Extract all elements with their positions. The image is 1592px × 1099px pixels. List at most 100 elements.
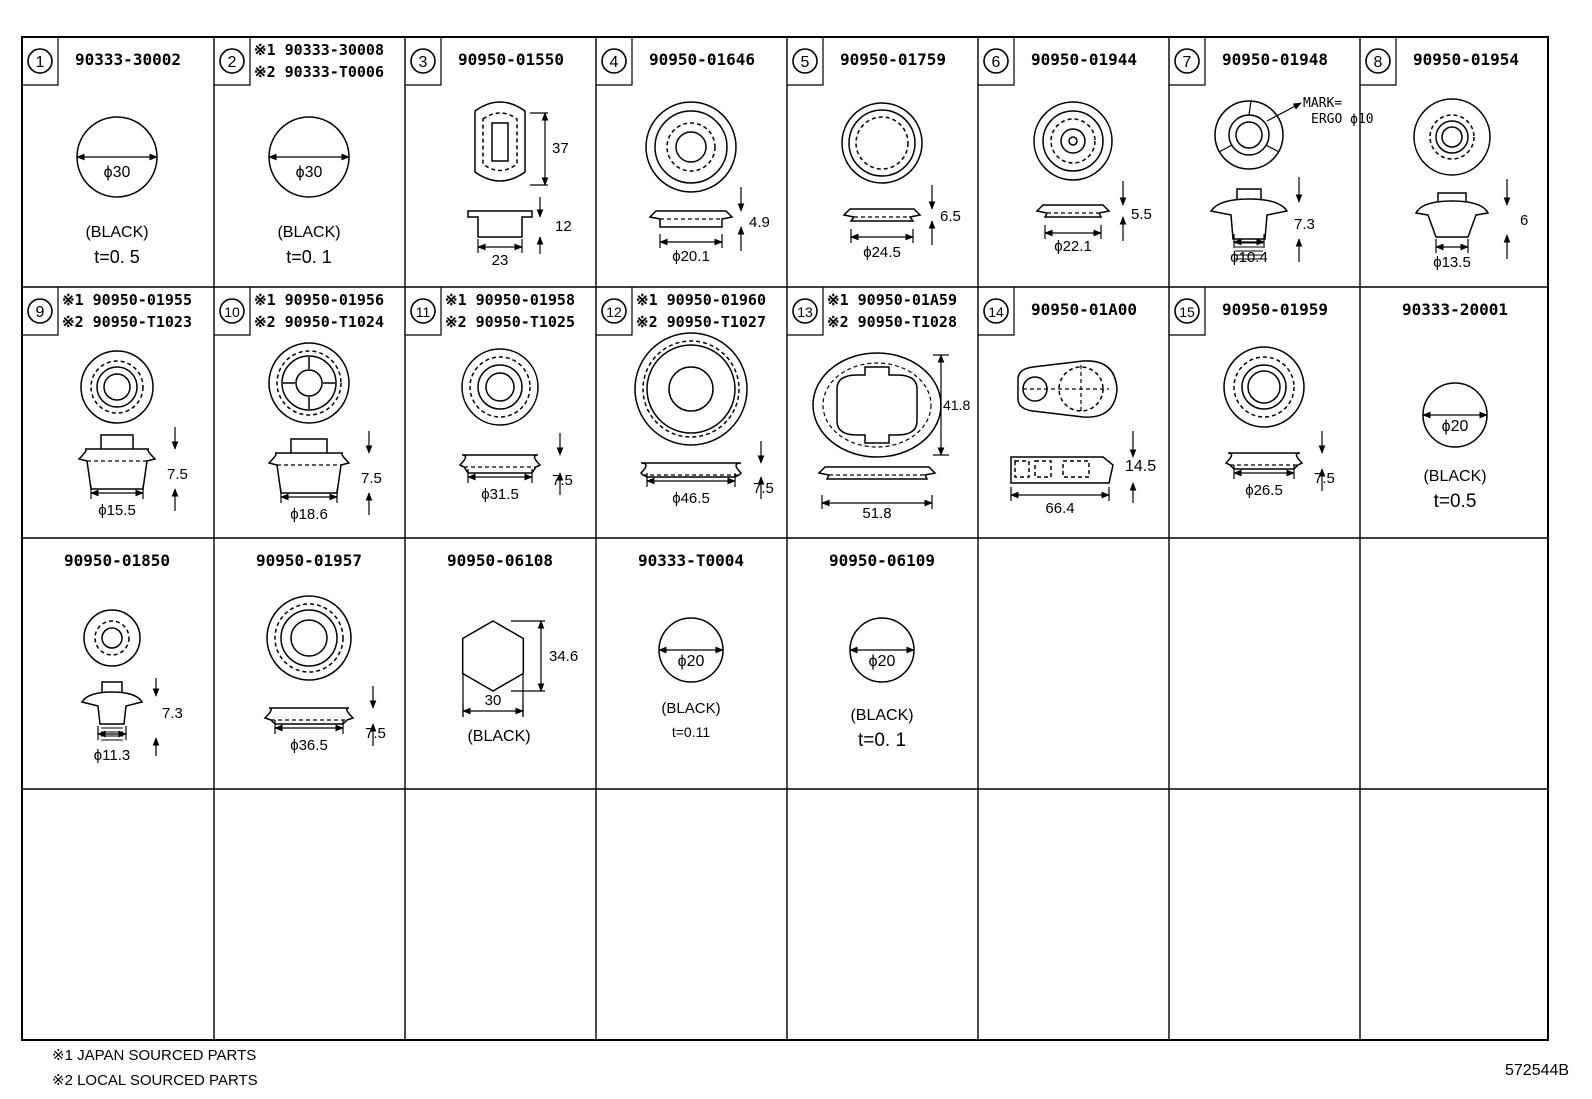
part-number: 90950-01957 bbox=[256, 551, 362, 570]
callout-number: 2 bbox=[228, 54, 237, 71]
label-text: ϕ20 bbox=[1442, 418, 1469, 435]
part-outline bbox=[1228, 114, 1270, 156]
side-profile bbox=[267, 452, 351, 494]
note-text: (BLACK) bbox=[467, 728, 530, 745]
part-number: 90950-01850 bbox=[64, 551, 170, 570]
callout-number: 6 bbox=[992, 54, 1001, 71]
part-outline bbox=[634, 332, 748, 446]
callout-number-circle bbox=[792, 48, 818, 74]
dimension-value: 51.8 bbox=[862, 505, 891, 522]
footnote-local-sourced: ※2 LOCAL SOURCED PARTS bbox=[52, 1072, 258, 1089]
dimension-value: ϕ36.5 bbox=[290, 737, 328, 754]
dimension-line bbox=[1248, 100, 1252, 116]
part-outline bbox=[101, 627, 123, 649]
callout-number-circle bbox=[792, 298, 818, 324]
part-outline bbox=[668, 366, 714, 412]
callout-number-circle bbox=[1174, 48, 1200, 74]
dimension-value: ϕ13.5 bbox=[1433, 254, 1471, 271]
label-text: 7.5 bbox=[361, 470, 382, 487]
grid bbox=[21, 36, 1549, 1041]
part-number-local: ※2 90950-T1027 bbox=[636, 313, 766, 331]
part-outline bbox=[841, 102, 923, 184]
dimension-value: ϕ31.5 bbox=[481, 486, 519, 503]
mark-note: MARK= bbox=[1303, 96, 1342, 111]
callout-number: 8 bbox=[1374, 54, 1383, 71]
note-text: t=0.5 bbox=[1434, 491, 1477, 512]
part-outline bbox=[94, 620, 130, 656]
hidden-line bbox=[1034, 460, 1052, 478]
callout-box bbox=[978, 287, 1015, 336]
part-number: 90333-T0004 bbox=[638, 551, 744, 570]
dimension-value: ϕ30 bbox=[296, 164, 323, 181]
callout-number: 15 bbox=[1179, 304, 1195, 320]
part-number-local: ※2 90950-T1028 bbox=[827, 313, 957, 331]
dimension-value: 30 bbox=[485, 692, 502, 709]
note-text: t=0. 1 bbox=[858, 730, 906, 751]
callout-number-circle bbox=[27, 298, 53, 324]
part-outline bbox=[1435, 120, 1469, 154]
part-cell-2: 2※1 90333-30008※2 90333-T0006ϕ30(BLACK)t… bbox=[214, 37, 384, 267]
part-outline bbox=[642, 340, 740, 438]
cap-outline bbox=[1236, 188, 1262, 199]
side-profile bbox=[77, 448, 157, 490]
callout-box bbox=[978, 37, 1015, 86]
part-outline bbox=[645, 101, 737, 193]
part-number: 90950-01550 bbox=[458, 50, 564, 69]
part-number: 90950-01948 bbox=[1222, 50, 1328, 69]
callout-number-circle bbox=[219, 48, 245, 74]
part-number-local: ※2 90950-T1025 bbox=[445, 313, 575, 331]
note-text: (BLACK) bbox=[85, 224, 148, 241]
callout-number: 7 bbox=[1183, 54, 1192, 71]
hexagon-outline bbox=[461, 620, 525, 692]
callout-number-circle bbox=[27, 48, 53, 74]
part-number-japan: ※1 90950-01960 bbox=[636, 291, 766, 309]
callout-number-circle bbox=[601, 298, 627, 324]
hidden-line bbox=[822, 362, 932, 448]
dimension-value: ϕ22.1 bbox=[1054, 238, 1092, 255]
side-profile bbox=[263, 707, 355, 725]
callout-number: 3 bbox=[419, 54, 428, 71]
callout-box bbox=[787, 37, 824, 86]
part-number: 90333-20001 bbox=[1402, 300, 1508, 319]
part-outline bbox=[666, 122, 716, 172]
callout-box bbox=[596, 287, 633, 336]
dimension-value: ϕ11.3 bbox=[94, 747, 130, 764]
drawing-code: 572544B bbox=[1505, 1062, 1570, 1079]
callout-number: 14 bbox=[988, 304, 1004, 320]
part-number-local: ※2 90950-T1024 bbox=[254, 313, 384, 331]
callout-box bbox=[22, 287, 59, 336]
label-text: ϕ20 bbox=[869, 653, 896, 670]
label-text: 7.5 bbox=[552, 472, 573, 489]
side-profile bbox=[1035, 204, 1111, 218]
callout-number: 11 bbox=[416, 304, 431, 320]
part-number-japan: ※1 90950-01A59 bbox=[827, 291, 957, 309]
dimension-value: 5.5 bbox=[1131, 206, 1152, 223]
side-profile bbox=[467, 210, 533, 238]
note-text: t=0. 1 bbox=[286, 247, 332, 267]
cap-outline bbox=[101, 681, 123, 692]
callout-number: 9 bbox=[36, 304, 45, 321]
mark-note: ERGO ϕ10 bbox=[1311, 112, 1374, 127]
part-number: 90950-06108 bbox=[447, 551, 553, 570]
part-outline bbox=[461, 348, 539, 426]
part-outline bbox=[477, 364, 523, 410]
callout-number: 1 bbox=[36, 54, 45, 71]
cap-outline bbox=[1437, 192, 1467, 201]
part-number: 90950-01959 bbox=[1222, 300, 1328, 319]
part-outline bbox=[281, 355, 337, 411]
label-text: 7.3 bbox=[1294, 216, 1315, 233]
side-profile bbox=[1010, 456, 1114, 484]
callout-number-circle bbox=[1174, 298, 1200, 324]
part-outline bbox=[1042, 110, 1104, 172]
part-outline bbox=[1247, 370, 1281, 404]
callout-box bbox=[787, 287, 824, 336]
note-text: (BLACK) bbox=[661, 700, 720, 717]
slot-outline bbox=[491, 122, 509, 162]
part-outline bbox=[855, 116, 909, 170]
dimension-value: ϕ46.5 bbox=[672, 490, 710, 507]
